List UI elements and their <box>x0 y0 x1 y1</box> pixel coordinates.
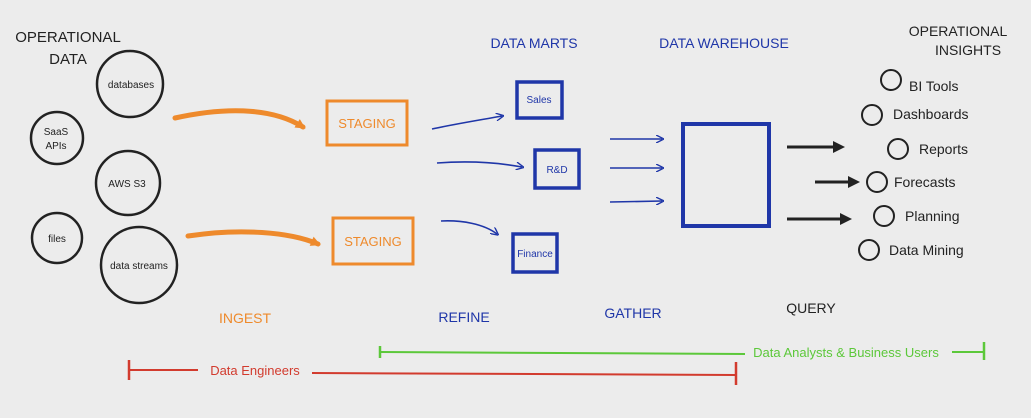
svg-text:Forecasts: Forecasts <box>894 174 955 190</box>
svg-text:Reports: Reports <box>919 141 968 157</box>
svg-text:STAGING: STAGING <box>338 116 396 131</box>
source-files: files <box>30 211 84 265</box>
refine-arrow-to-sales <box>431 116 502 130</box>
stage-label-ingest: INGEST <box>219 310 272 326</box>
insight-bi-tools: BI Tools <box>880 69 959 94</box>
operational-data-heading-line1: OPERATIONAL <box>15 29 121 46</box>
svg-text:BI Tools: BI Tools <box>909 78 959 94</box>
engineers-label: Data Engineers <box>210 363 300 378</box>
stage-label-query: QUERY <box>786 300 836 316</box>
data-warehouse-box <box>681 122 771 228</box>
staging-box-bottom: STAGING <box>331 216 415 266</box>
operational-insights-heading-line2: INSIGHTS <box>935 42 1001 58</box>
gather-arrow-3 <box>609 201 662 202</box>
svg-text:STAGING: STAGING <box>344 234 402 249</box>
refine-arrow-to-rnd <box>436 161 522 167</box>
svg-text:AWS S3: AWS S3 <box>108 179 146 190</box>
insight-data-mining: Data Mining <box>858 239 964 261</box>
staging-box-top: STAGING <box>325 99 409 147</box>
data-mart-finance: Finance <box>511 232 559 274</box>
svg-text:files: files <box>48 234 66 245</box>
engineers-range-bracket <box>127 360 738 385</box>
svg-text:data streams: data streams <box>110 261 168 272</box>
data-mart-sales: Sales <box>515 80 564 120</box>
analysts-label: Data Analysts & Business Users <box>753 345 939 360</box>
svg-text:Planning: Planning <box>905 208 960 224</box>
analysts-range-bracket <box>378 342 986 360</box>
data-mart-rnd: R&D <box>533 148 581 190</box>
data-warehouse-heading: DATA WAREHOUSE <box>659 35 789 51</box>
svg-text:Dashboards: Dashboards <box>893 106 969 122</box>
insight-planning: Planning <box>873 205 960 227</box>
source-data-streams: data streams <box>99 225 179 305</box>
operational-insights-heading-line1: OPERATIONAL <box>909 23 1008 39</box>
source-saas-apis: SaaS APIs <box>29 110 85 166</box>
stage-label-gather: GATHER <box>604 305 661 321</box>
ingest-arrow-bottom <box>185 229 321 247</box>
refine-arrow-to-finance <box>440 220 497 234</box>
svg-text:Sales: Sales <box>526 95 551 106</box>
svg-text:Finance: Finance <box>517 249 553 260</box>
operational-data-heading-line2: DATA <box>49 51 87 68</box>
svg-text:Data Mining: Data Mining <box>889 242 964 258</box>
insight-dashboards: Dashboards <box>861 104 969 126</box>
insight-reports: Reports <box>887 138 968 160</box>
source-aws-s3: AWS S3 <box>94 149 162 217</box>
ingest-arrow-top <box>172 108 306 130</box>
source-databases: databases <box>95 49 165 119</box>
svg-text:R&D: R&D <box>546 165 567 176</box>
svg-text:databases: databases <box>108 80 154 91</box>
svg-text:SaaS: SaaS <box>44 127 69 138</box>
stage-label-refine: REFINE <box>438 309 489 325</box>
svg-text:APIs: APIs <box>45 141 66 152</box>
data-marts-heading: DATA MARTS <box>490 35 577 51</box>
insight-forecasts: Forecasts <box>866 171 955 193</box>
